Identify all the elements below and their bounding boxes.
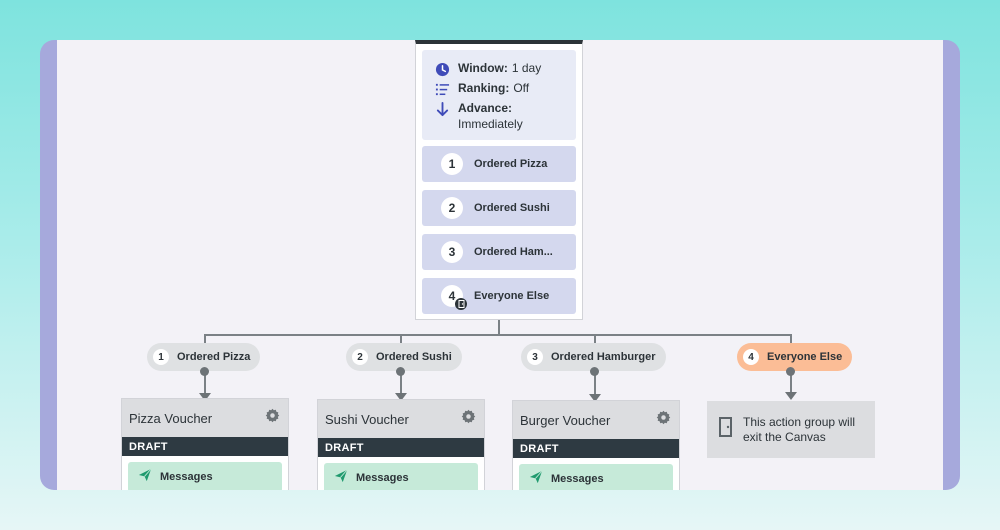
path-label: Ordered Ham...: [474, 246, 553, 258]
draft-status-bar: DRAFT: [318, 438, 484, 457]
action-title: Burger Voucher: [520, 412, 611, 428]
branch-number: 1: [153, 349, 169, 365]
messages-item[interactable]: Messages: [128, 462, 282, 490]
connector-dot: [200, 367, 209, 376]
connector-arrow: [785, 392, 797, 400]
branch-label: Everyone Else: [767, 351, 843, 363]
messages-item[interactable]: Messages: [519, 464, 673, 490]
path-number: 2: [441, 197, 463, 219]
gear-icon[interactable]: [461, 409, 476, 429]
send-icon: [529, 470, 543, 489]
ranking-list-icon: [434, 81, 450, 97]
connector-line: [204, 334, 206, 344]
draft-status-bar: DRAFT: [122, 437, 288, 456]
branch-number: 2: [352, 349, 368, 365]
branch-number: 3: [527, 349, 543, 365]
action-card-header: Sushi Voucher: [318, 400, 484, 438]
gear-icon[interactable]: [656, 410, 671, 430]
branch-pill-2[interactable]: 2 Ordered Sushi: [346, 343, 462, 371]
path-label: Ordered Pizza: [474, 158, 548, 170]
connector-dot: [786, 367, 795, 376]
audience-paths-step[interactable]: Window:1 day Ranking:Off Advance: Immedi…: [415, 40, 583, 320]
window-setting: Window:1 day: [434, 61, 541, 77]
connector-line: [204, 371, 206, 393]
advance-setting: Advance: Immediately: [434, 101, 523, 131]
action-card-sushi-voucher[interactable]: Sushi Voucher DRAFT Messages: [317, 399, 485, 490]
path-number: 1: [441, 153, 463, 175]
connector-line: [204, 334, 792, 336]
connector-line: [594, 334, 596, 344]
connector-line: [790, 371, 792, 392]
connector-line: [790, 334, 792, 344]
action-card-burger-voucher[interactable]: Burger Voucher DRAFT Messages: [512, 400, 680, 490]
connector-arrow: [589, 394, 601, 402]
messages-item[interactable]: Messages: [324, 463, 478, 490]
branch-label: Ordered Hamburger: [551, 351, 656, 363]
branch-label: Ordered Pizza: [177, 351, 251, 363]
exit-canvas-card[interactable]: This action group will exit the Canvas: [707, 401, 875, 458]
connector-line: [594, 371, 596, 394]
path-item-4[interactable]: 4 Everyone Else: [422, 278, 576, 314]
gear-icon[interactable]: [265, 408, 280, 428]
path-item-3[interactable]: 3 Ordered Ham...: [422, 234, 576, 270]
action-card-header: Burger Voucher: [513, 401, 679, 439]
connector-arrow: [199, 393, 211, 401]
path-number: 4: [441, 285, 467, 310]
connector-line: [400, 334, 402, 344]
connector-line: [498, 320, 500, 335]
path-number: 3: [441, 241, 463, 263]
path-item-2[interactable]: 2 Ordered Sushi: [422, 190, 576, 226]
path-label: Ordered Sushi: [474, 202, 550, 214]
send-icon: [334, 469, 348, 488]
canvas-workspace[interactable]: Window:1 day Ranking:Off Advance: Immedi…: [57, 40, 943, 490]
exit-door-icon: [455, 298, 467, 310]
canvas-frame: Window:1 day Ranking:Off Advance: Immedi…: [40, 40, 960, 490]
connector-dot: [590, 367, 599, 376]
messages-label: Messages: [551, 473, 604, 485]
messages-label: Messages: [160, 471, 213, 483]
action-card-pizza-voucher[interactable]: Pizza Voucher DRAFT Messages: [121, 398, 289, 490]
action-title: Sushi Voucher: [325, 411, 409, 427]
branch-label: Ordered Sushi: [376, 351, 452, 363]
connector-dot: [396, 367, 405, 376]
step-settings: Window:1 day Ranking:Off Advance: Immedi…: [422, 50, 576, 140]
clock-icon: [434, 61, 450, 77]
branch-number: 4: [743, 349, 759, 365]
exit-text: This action group will exit the Canvas: [743, 414, 856, 444]
action-title: Pizza Voucher: [129, 410, 213, 426]
branch-pill-4[interactable]: 4 Everyone Else: [737, 343, 853, 371]
messages-label: Messages: [356, 472, 409, 484]
ranking-setting: Ranking:Off: [434, 81, 529, 97]
draft-status-bar: DRAFT: [513, 439, 679, 458]
branch-pill-3[interactable]: 3 Ordered Hamburger: [521, 343, 666, 371]
branch-pill-1[interactable]: 1 Ordered Pizza: [147, 343, 261, 371]
path-label: Everyone Else: [474, 290, 550, 302]
action-card-header: Pizza Voucher: [122, 399, 288, 437]
door-icon: [717, 416, 735, 443]
arrow-down-icon: [434, 101, 450, 117]
path-item-1[interactable]: 1 Ordered Pizza: [422, 146, 576, 182]
send-icon: [138, 468, 152, 487]
connector-line: [400, 371, 402, 393]
connector-arrow: [395, 393, 407, 401]
